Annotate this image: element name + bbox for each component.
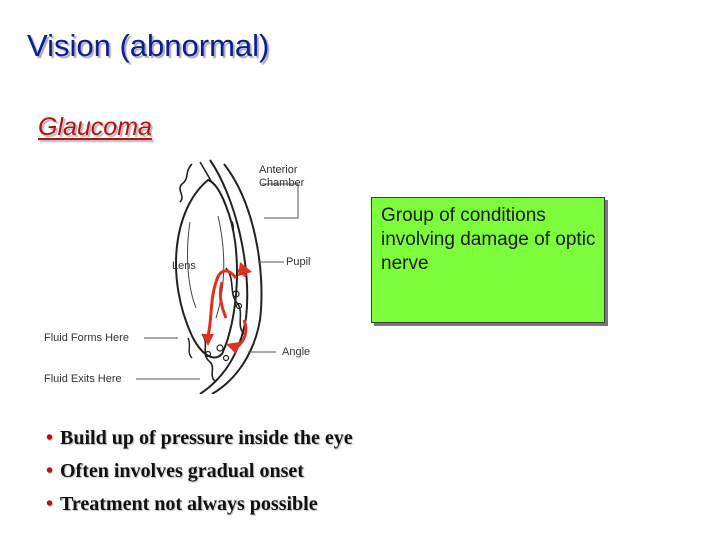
bullet-text: Treatment not always possible [60, 493, 318, 515]
bullet-list: • Build up of pressure inside the eye • Of… [46, 424, 353, 523]
slide-title: Vision (abnormal) [27, 28, 270, 63]
bullet-item: • Build up of pressure inside the eye [46, 424, 353, 457]
label-fluid-exits: Fluid Exits Here [44, 373, 122, 385]
label-fluid-forms: Fluid Forms Here [44, 332, 129, 344]
eye-diagram: Anterior Chamber Lens Pupil Fluid Forms … [40, 158, 360, 395]
bullet-item: • Often involves gradual onset [46, 457, 353, 490]
eye-diagram-drawing [136, 159, 299, 395]
label-lens: Lens [172, 260, 196, 272]
slide-subtitle: Glaucoma [38, 113, 152, 141]
bullet-icon: • [46, 493, 54, 515]
bullet-icon: • [46, 460, 54, 482]
label-anterior-line1: Anterior [259, 164, 298, 176]
label-angle: Angle [282, 346, 311, 358]
bullet-icon: • [46, 427, 54, 449]
bullet-item: • Treatment not always possible [46, 490, 353, 523]
bullet-text: Often involves gradual onset [60, 460, 304, 482]
definition-callout: Group of conditions involving damage of … [371, 197, 605, 323]
label-anterior-line2: Chamber [259, 177, 305, 189]
label-pupil: Pupil [286, 256, 311, 268]
bullet-text: Build up of pressure inside the eye [60, 427, 353, 449]
